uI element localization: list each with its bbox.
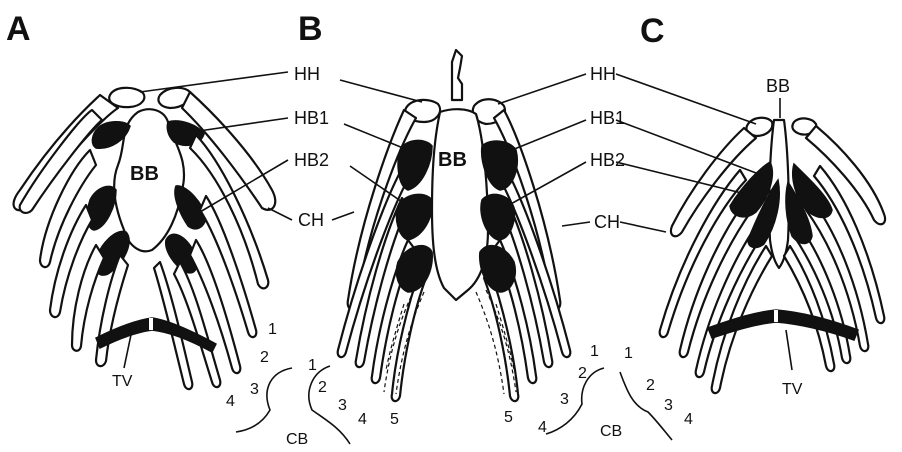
b-num-5-right: 5 [504,409,513,426]
b-hb3-right [480,246,516,292]
b-num-2-right: 2 [578,365,587,382]
c-num-2: 2 [646,377,655,394]
b-ch-leader-left [332,212,354,220]
b-num-4-left: 4 [358,411,367,428]
panel-a: A BB [6,10,292,432]
a-hh-leader [140,72,288,92]
c-num-1: 1 [624,345,633,362]
label-hb2-bc: HB2 [590,150,625,170]
a-bb-label: BB [130,163,159,185]
label-cb-bc: CB [600,423,622,440]
b-num-1-right: 1 [590,343,599,360]
c-tv-label: TV [782,381,803,398]
b-num-3-right: 3 [560,391,569,408]
a-cb-bracket [236,368,292,432]
panel-c-letter: C [640,12,665,50]
b-hb1-leader-right [512,120,586,150]
label-cb-ab: CB [286,431,308,448]
label-ch-ab: CH [298,210,324,230]
a-num-1: 1 [268,321,277,338]
c-tv-leader [786,330,792,370]
b-hh-leader-left [340,80,422,102]
panel-a-letter: A [6,10,31,48]
c-num-4: 4 [684,411,693,428]
b-num-1-left: 1 [308,357,317,374]
b-num-5-left: 5 [390,411,399,428]
b-ch-leader-right [562,222,590,226]
b-cb-bracket-right [546,368,604,434]
a-num-3: 3 [250,381,259,398]
b-num-3-left: 3 [338,397,347,414]
panel-b: B BB [298,10,604,444]
a-num-4: 4 [226,393,235,410]
b-num-2-left: 2 [318,379,327,396]
panel-c: C BB TV [616,12,885,440]
label-hb1-ab: HB1 [294,108,329,128]
a-tv-label: TV [112,373,133,390]
c-num-3: 3 [664,397,673,414]
label-ch-bc: CH [594,212,620,232]
b-bb-label: BB [438,149,467,171]
c-bb-label: BB [766,76,790,96]
c-tv-gap [774,310,778,322]
b-basibranchial [432,109,488,300]
c-ch-leader [620,222,666,232]
c-hh-leader [616,74,756,124]
label-hh-ab: HH [294,64,320,84]
panel-b-letter: B [298,10,323,48]
a-num-2: 2 [260,349,269,366]
b-hh-leader-right [498,74,586,104]
label-hb1-bc: HB1 [590,108,625,128]
a-hb2-left [87,186,116,230]
c-cb-right-4 [784,246,834,371]
a-tv-gap [149,318,153,330]
b-urohyal-tip [452,50,462,100]
b-num-4-right: 4 [538,419,547,436]
a-ch-leader [268,208,292,220]
label-hb2-ab: HB2 [294,150,329,170]
label-hh-bc: HH [590,64,616,84]
